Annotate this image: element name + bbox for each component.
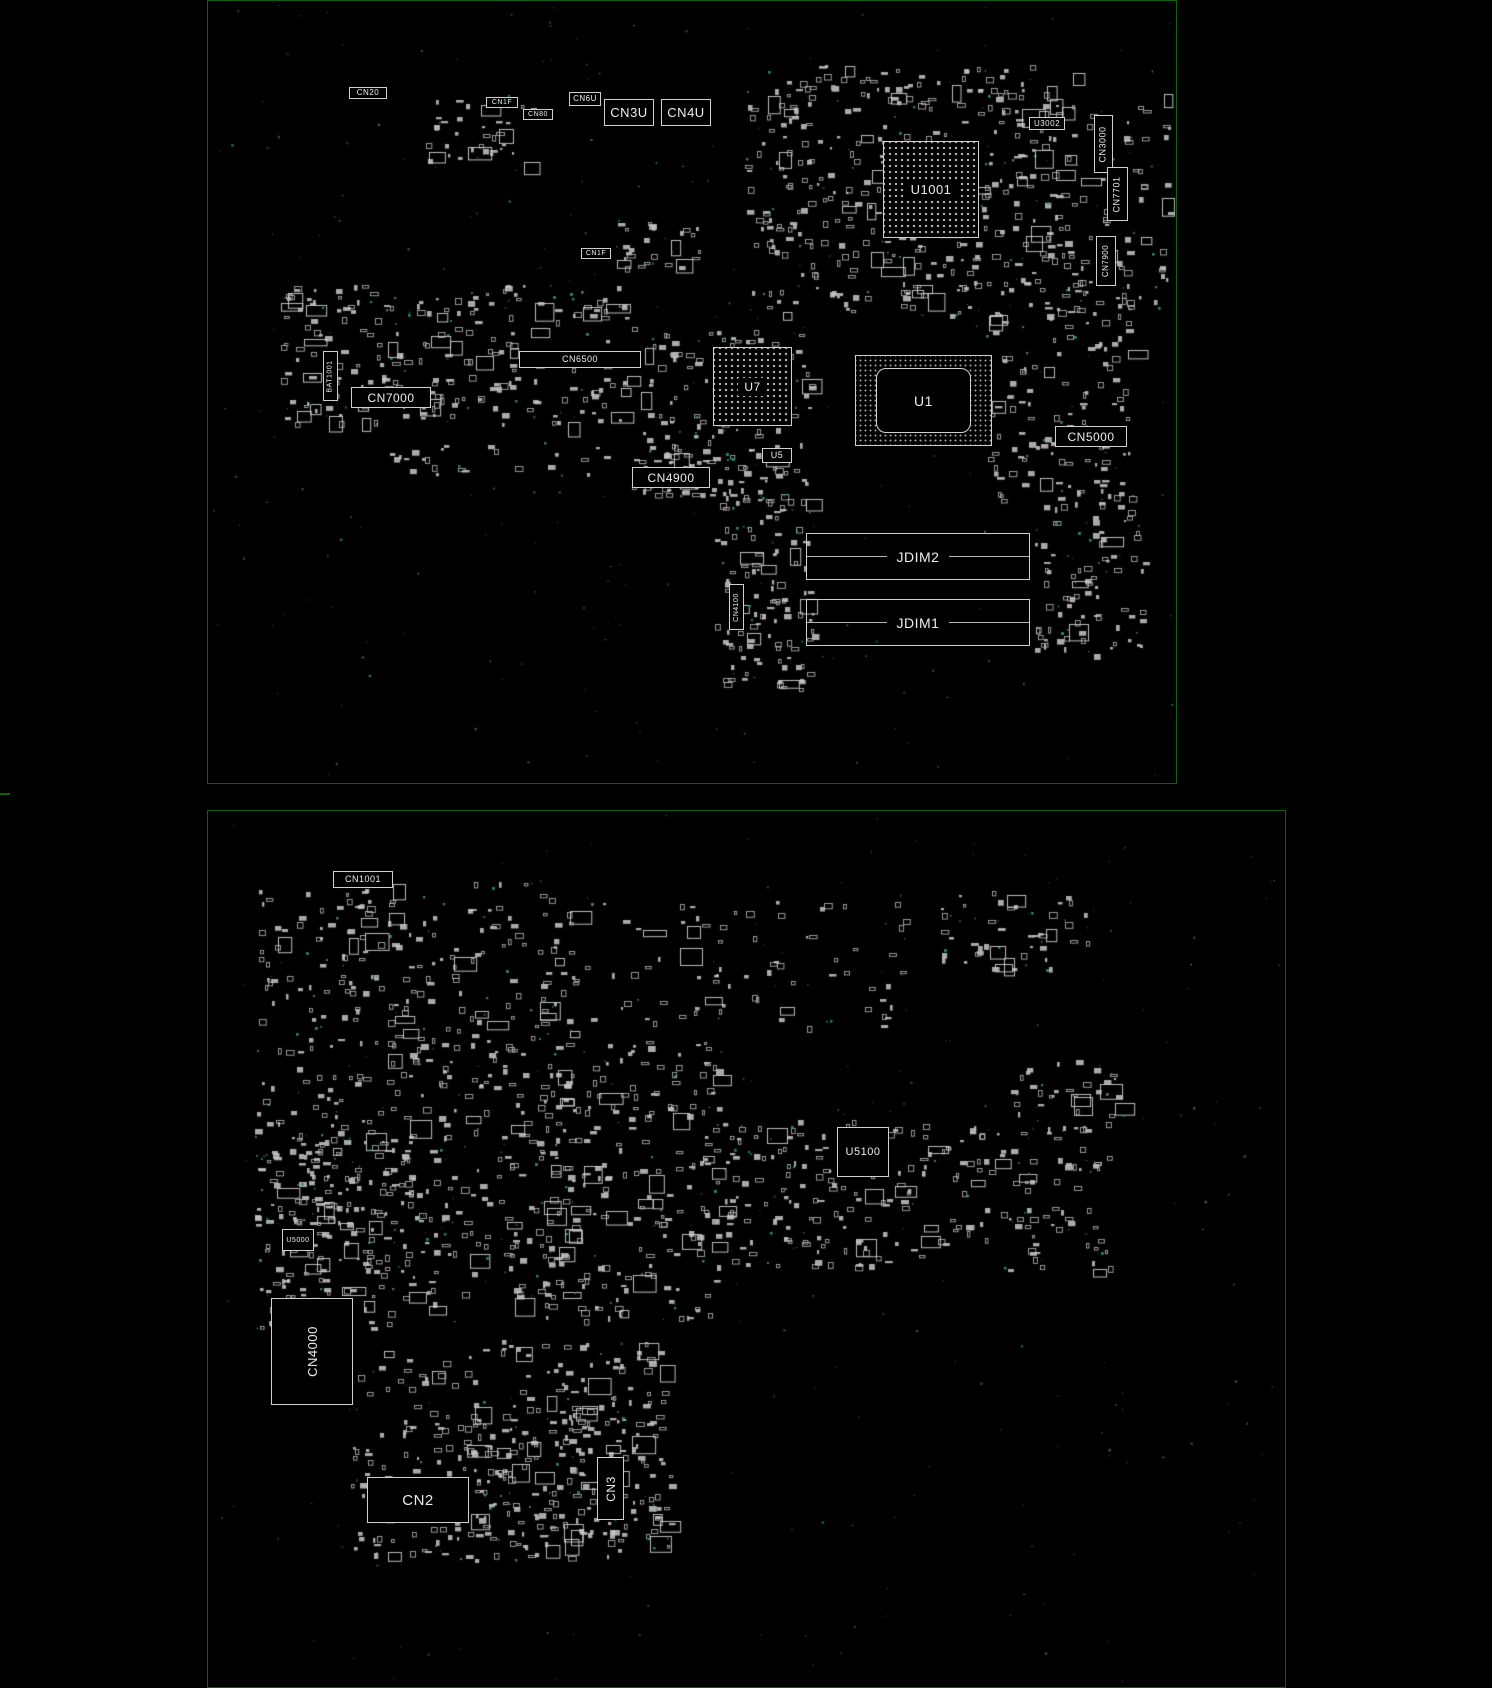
component-label: U7 <box>738 377 767 396</box>
component-label: CN1F <box>491 99 513 106</box>
component-cn4900-19[interactable]: CN4900 <box>632 467 710 488</box>
component-label: CN6U <box>573 94 597 103</box>
component-cn7900-10[interactable]: CN7900 <box>1096 236 1116 286</box>
component-cn7000-14[interactable]: CN7000 <box>351 387 431 408</box>
component-cn4100-20[interactable]: CN4100 <box>729 584 744 630</box>
component-label: CN80 <box>528 111 548 118</box>
component-cn3u-4[interactable]: CN3U <box>604 99 654 126</box>
component-label: CN2 <box>402 1491 434 1509</box>
component-label: CN7000 <box>367 390 415 405</box>
component-label: U1 <box>914 392 933 409</box>
component-label: CN7701 <box>1112 175 1122 213</box>
component-label: CN1001 <box>344 874 382 884</box>
component-label: CN20 <box>356 88 380 97</box>
component-u5100-24[interactable]: U5100 <box>837 1127 889 1177</box>
component-cn20-0[interactable]: CN20 <box>349 87 387 99</box>
component-label: U1001 <box>904 180 958 199</box>
component-label: CN1F <box>585 250 607 257</box>
component-jdim2-21[interactable]: JDIM2 <box>806 533 1030 580</box>
component-cn2-27[interactable]: CN2 <box>367 1477 469 1523</box>
component-label: U5 <box>770 450 784 460</box>
component-label: U3002 <box>1033 118 1061 128</box>
component-label: CN5000 <box>1067 429 1115 444</box>
component-jdim1-22[interactable]: JDIM1 <box>806 599 1030 646</box>
component-label: JDIM2 <box>886 547 950 566</box>
component-cn6500-12[interactable]: CN6500 <box>519 351 641 368</box>
component-label: CN4U <box>667 105 705 120</box>
component-label: JDIM1 <box>886 613 950 632</box>
component-u1-16[interactable]: U1 <box>855 355 992 446</box>
component-label: U5000 <box>286 1236 310 1244</box>
component-cn5000-17[interactable]: CN5000 <box>1055 426 1127 447</box>
component-cn1f-11[interactable]: CN1F <box>581 248 611 259</box>
component-label: CN4000 <box>304 1326 320 1377</box>
component-label: CN3 <box>603 1475 618 1502</box>
component-label: CN3U <box>610 105 648 120</box>
component-cn3-28[interactable]: CN3 <box>597 1457 624 1520</box>
component-label: U5100 <box>845 1145 881 1158</box>
component-u5-18[interactable]: U5 <box>762 448 792 463</box>
component-cn1001-23[interactable]: CN1001 <box>333 871 393 888</box>
component-u7-15[interactable]: U7 <box>713 347 792 426</box>
component-label: CN4900 <box>647 470 695 485</box>
component-label: BAT1001 <box>327 359 335 393</box>
component-label: CN3000 <box>1098 125 1108 163</box>
component-label: CN7900 <box>1101 244 1111 278</box>
component-cn4u-5[interactable]: CN4U <box>661 99 711 126</box>
component-u5000-25[interactable]: U5000 <box>282 1229 314 1251</box>
component-u1001-8[interactable]: U1001 <box>883 141 979 238</box>
edge-tick <box>0 793 10 795</box>
component-label: CN6500 <box>561 354 599 364</box>
component-cn80-2[interactable]: CN80 <box>523 109 553 120</box>
component-bat1001-13[interactable]: BAT1001 <box>323 351 338 401</box>
component-label: CN4100 <box>733 592 740 622</box>
component-cn3000-7[interactable]: CN3000 <box>1094 115 1113 173</box>
component-cn1f-1[interactable]: CN1F <box>486 97 518 108</box>
component-cn6u-3[interactable]: CN6U <box>569 92 601 106</box>
component-cn7701-9[interactable]: CN7701 <box>1107 167 1128 221</box>
component-cn4000-26[interactable]: CN4000 <box>271 1298 353 1405</box>
cpu-die-outline: U1 <box>876 368 971 433</box>
component-u3002-6[interactable]: U3002 <box>1029 117 1065 130</box>
